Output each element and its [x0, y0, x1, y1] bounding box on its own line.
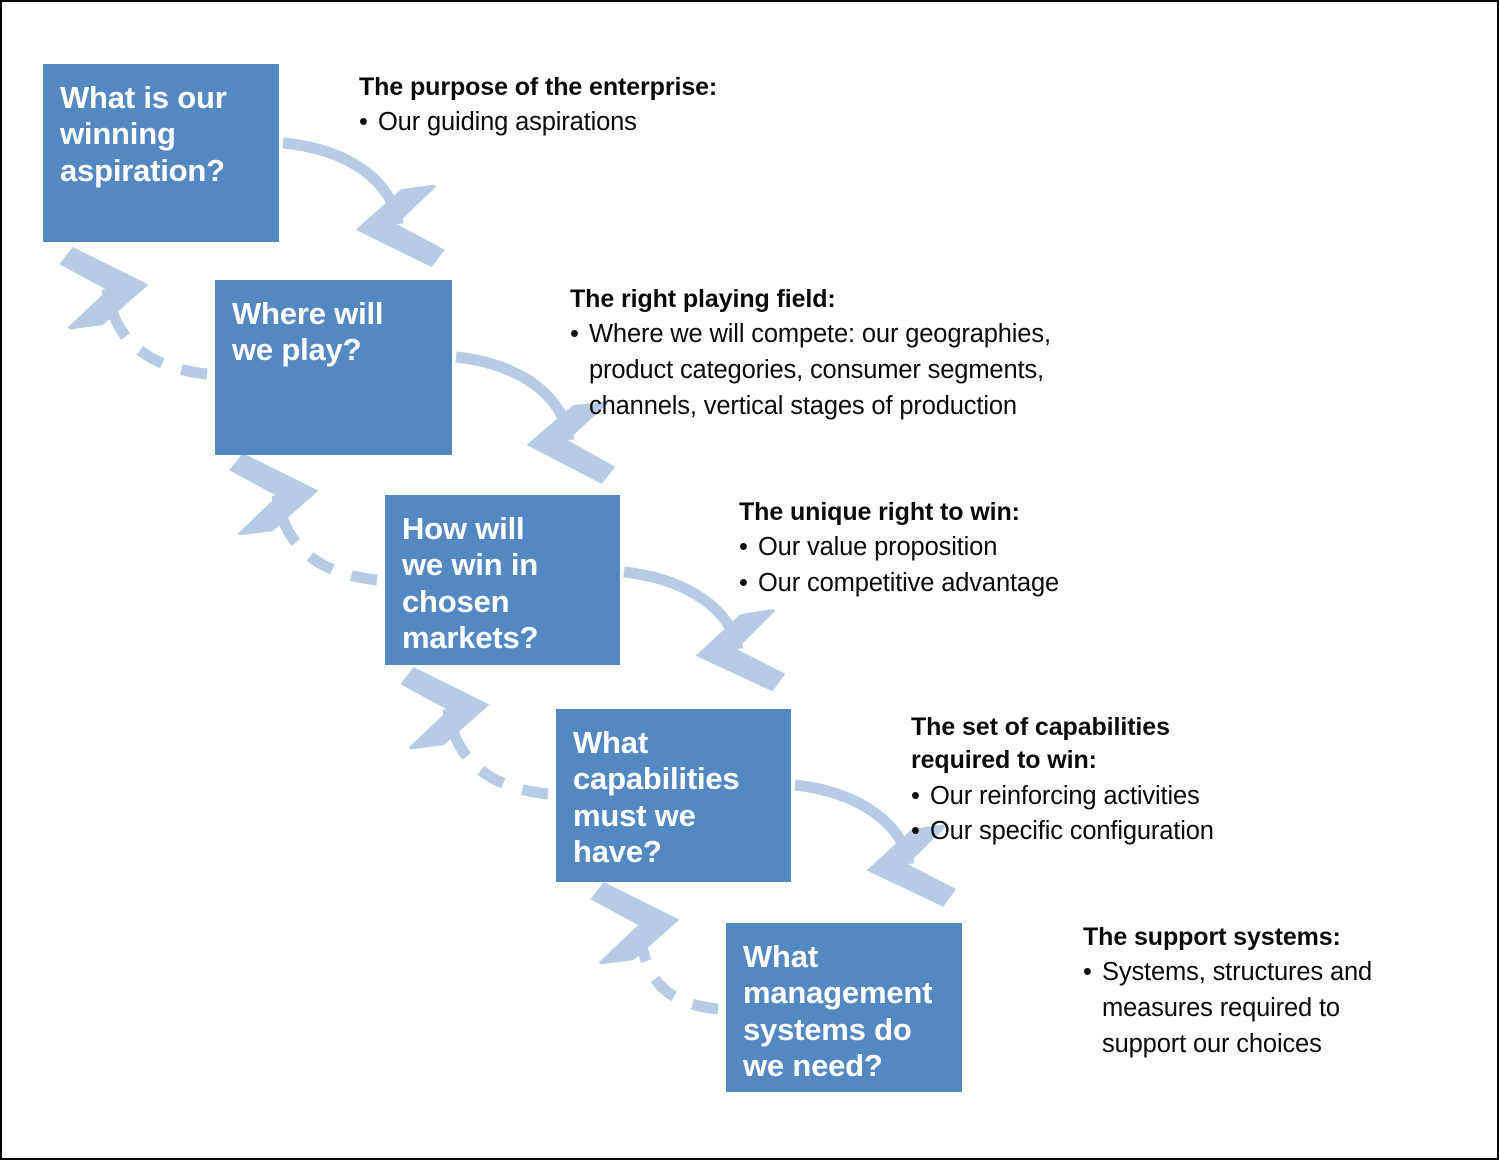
note-bullet: Where we will compete: our geographies, …: [570, 317, 1125, 424]
note-title: The support systems:: [1083, 923, 1341, 951]
note-title: The right playing field:: [570, 285, 836, 313]
note-purpose-of-enterprise: The purpose of the enterprise: Our guidi…: [359, 71, 879, 141]
note-bullet: Our guiding aspirations: [359, 105, 879, 141]
note-bullet-list: Where we will compete: our geographies, …: [570, 317, 1125, 424]
note-support-systems: The support systems: Systems, structures…: [1083, 921, 1413, 1062]
cascade-box-management-systems[interactable]: What management systems do we need?: [726, 923, 962, 1092]
cascade-box-capabilities[interactable]: What capabilities must we have?: [556, 709, 791, 882]
forward-arrow-4: [794, 779, 909, 864]
note-unique-right-to-win: The unique right to win: Our value propo…: [739, 496, 1219, 602]
note-title: The unique right to win:: [739, 498, 1020, 526]
note-bullet-list: Our reinforcing activities Our specific …: [911, 779, 1331, 850]
note-bullet-list: Systems, structures and measures require…: [1083, 955, 1413, 1062]
forward-arrow-1: [282, 137, 398, 224]
forward-arrow-2: [455, 351, 569, 440]
feedback-arrow-4: [638, 924, 719, 1015]
cascade-box-winning-aspiration[interactable]: What is our winning aspiration?: [43, 64, 279, 242]
note-bullet: Systems, structures and measures require…: [1083, 955, 1413, 1062]
note-bullet: Our specific configuration: [911, 814, 1331, 850]
note-bullet: Our value proposition: [739, 530, 1219, 566]
feedback-arrow-3: [448, 709, 549, 800]
note-bullet: Our reinforcing activities: [911, 779, 1331, 815]
forward-arrow-3: [623, 566, 738, 649]
note-right-playing-field: The right playing field: Where we will c…: [570, 283, 1125, 424]
note-bullet: Our competitive advantage: [739, 566, 1219, 602]
note-title: The purpose of the enterprise:: [359, 73, 718, 101]
cascade-box-where-to-play[interactable]: Where will we play?: [215, 280, 452, 455]
feedback-arrow-2: [277, 495, 378, 586]
note-bullet-list: Our guiding aspirations: [359, 105, 879, 141]
note-bullet-list: Our value proposition Our competitive ad…: [739, 530, 1219, 601]
cascade-box-how-to-win[interactable]: How will we win in chosen markets?: [385, 495, 620, 665]
note-title: The set of capabilities required to win:: [911, 713, 1170, 775]
feedback-arrow-1: [107, 289, 208, 380]
note-set-of-capabilities: The set of capabilities required to win:…: [911, 711, 1331, 850]
